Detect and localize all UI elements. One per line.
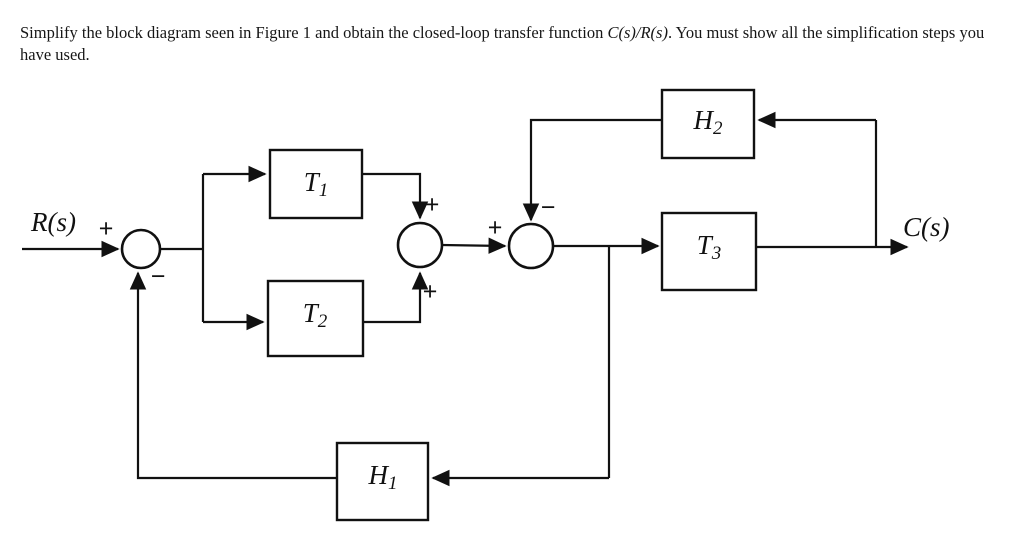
summing-junction-3[interactable]	[507, 222, 555, 270]
sign-sum2-plus-bottom: +	[423, 278, 438, 306]
figure-block-diagram: T1 T2 T3 H2 H1 + − + + + − R(s) C(	[0, 70, 1024, 542]
input-label-rs: R(s)	[30, 207, 76, 237]
block-t3-rect	[660, 211, 758, 292]
question-text: Simplify the block diagram seen in Figur…	[20, 22, 1005, 66]
block-diagram-canvas: T1 T2 T3 H2 H1 + − + + + − R(s) C(	[22, 88, 950, 522]
sign-sum2-plus-top: +	[425, 191, 440, 219]
question-line-part-2: . You must show all the simplification s…	[20, 23, 985, 64]
wire-h2-to-sum3	[522, 118, 662, 222]
summing-junction-1[interactable]	[120, 228, 162, 270]
block-t1[interactable]: T1	[268, 148, 364, 220]
sign-sum1-minus: −	[151, 263, 166, 291]
block-t2-rect	[266, 279, 365, 358]
block-h1[interactable]: H1	[335, 441, 430, 522]
sign-sum3-plus: +	[488, 214, 503, 242]
output-label-cs: C(s)	[903, 212, 950, 242]
question-line-part-1: Simplify the block diagram seen in Figur…	[20, 23, 608, 42]
block-h1-rect	[335, 441, 430, 522]
wire-sum2-to-sum3	[441, 237, 507, 254]
wire-t2-to-sum2	[363, 271, 429, 324]
block-t2[interactable]: T2	[266, 279, 365, 358]
block-t3[interactable]: T3	[660, 211, 758, 292]
sign-sum3-minus: −	[541, 194, 556, 222]
wire-h1-to-sum1	[129, 271, 337, 480]
sign-sum1-plus: +	[99, 215, 114, 243]
block-h2[interactable]: H2	[660, 88, 756, 160]
block-h2-rect	[660, 88, 756, 160]
transfer-function-expression: C(s)/R(s)	[607, 23, 668, 42]
summing-junction-2[interactable]	[396, 221, 444, 269]
wire-t1-to-sum2	[362, 172, 429, 220]
block-t1-rect	[268, 148, 364, 220]
